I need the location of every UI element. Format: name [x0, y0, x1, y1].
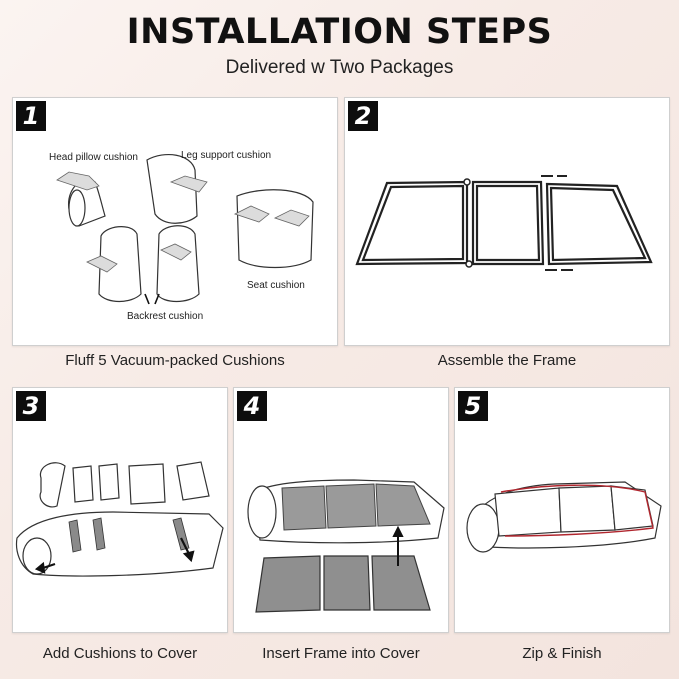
step-5-badge: 5	[458, 391, 488, 421]
frame-into-cover-illustration	[247, 479, 445, 613]
head-pillow-label: Head pillow cushion	[49, 152, 138, 163]
backrest-cushion-label: Backrest cushion	[127, 311, 203, 322]
frame-assembly-illustration	[355, 175, 653, 271]
step-2-panel: 2	[344, 97, 670, 346]
page-subtitle: Delivered w Two Packages	[225, 57, 454, 78]
step-5-caption: Zip & Finish	[522, 645, 602, 662]
step-4-caption: Insert Frame into Cover	[262, 645, 420, 662]
step-3-caption: Add Cushions to Cover	[42, 645, 198, 662]
cushion-fluff-illustration: Head pillow cushion Leg support cushion …	[49, 150, 314, 322]
cushions-into-cover-illustration	[15, 461, 224, 577]
step-4-panel: 4	[233, 387, 449, 633]
step-4-badge: 4	[237, 391, 267, 421]
step-3-panel: 3	[12, 387, 228, 633]
seat-cushion-label: Seat cushion	[247, 280, 305, 291]
step-1-caption: Fluff 5 Vacuum-packed Cushions	[65, 352, 285, 369]
step-5-panel: 5	[454, 387, 670, 633]
finished-bed-illustration	[466, 481, 662, 553]
step-2-badge: 2	[348, 101, 378, 131]
step-2-caption: Assemble the Frame	[437, 352, 577, 369]
step-1-panel: Head pillow cushion Leg support cushion …	[12, 97, 338, 346]
step-1-badge: 1	[16, 101, 46, 131]
page-title: INSTALLATION STEPS	[126, 12, 553, 52]
step-3-badge: 3	[16, 391, 46, 421]
leg-support-label: Leg support cushion	[181, 150, 271, 161]
